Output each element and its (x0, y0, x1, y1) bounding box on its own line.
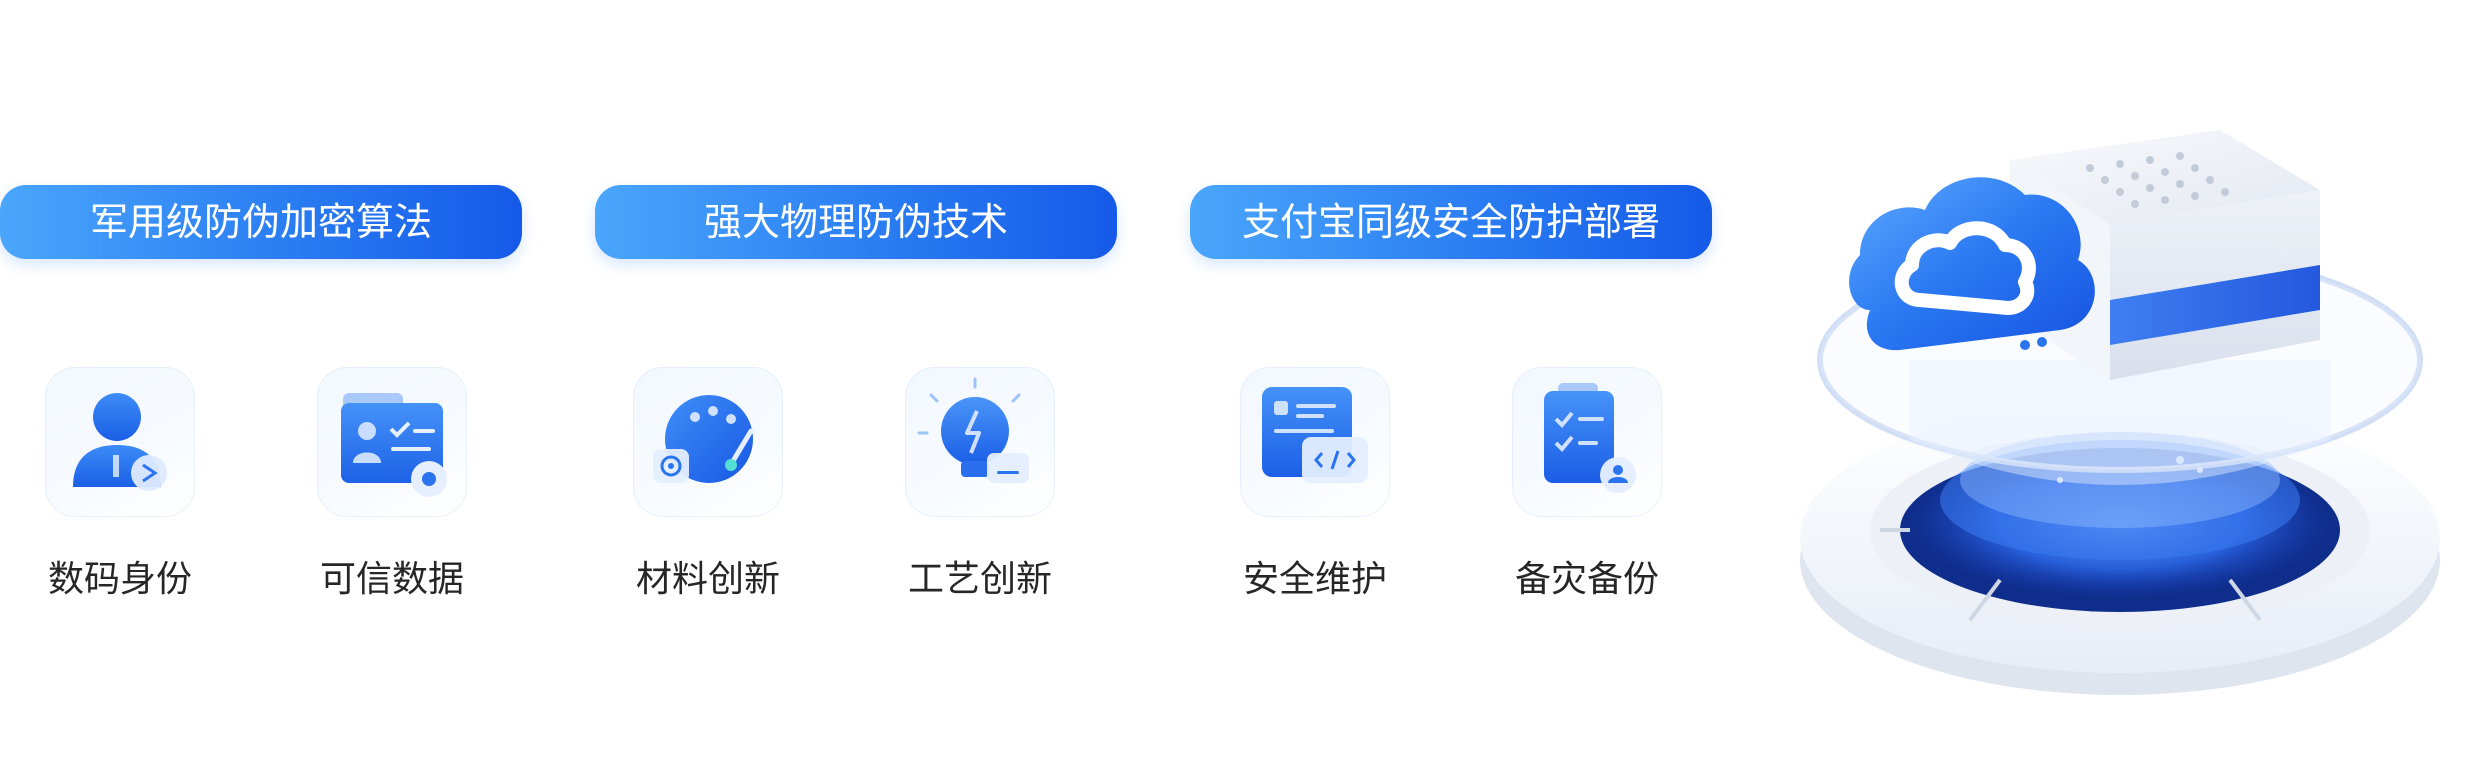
backup-clipboard-icon (1544, 383, 1636, 493)
feature-label: 安全维护 (1242, 559, 1387, 600)
feature-label: 材料创新 (635, 559, 780, 600)
feature-security-maintenance: 安全维护 (1240, 367, 1390, 627)
craft-innovation-tile (905, 367, 1055, 517)
feature-label: 可信数据 (319, 559, 464, 600)
disaster-backup-tile (1512, 367, 1662, 517)
code-maintenance-icon (1262, 387, 1368, 483)
section-pill-security: 支付宝同级安全防护部署 (1190, 185, 1712, 259)
section-pill-encryption: 军用级防伪加密算法 (0, 185, 522, 259)
feature-disaster-backup: 备灾备份 (1512, 367, 1662, 627)
lightbulb-icon (917, 377, 1029, 483)
section-pill-physical: 强大物理防伪技术 (595, 185, 1117, 259)
security-maintenance-tile (1240, 367, 1390, 517)
feature-digital-identity: 数码身份 (45, 367, 195, 627)
trusted-data-icon (341, 393, 447, 497)
feature-label: 备灾备份 (1514, 559, 1659, 600)
feature-label: 数码身份 (47, 559, 192, 600)
feature-trusted-data: 可信数据 (317, 367, 467, 627)
material-palette-icon (653, 395, 754, 483)
cloud-server-icon (1800, 130, 2440, 695)
digital-identity-tile (45, 367, 195, 517)
trusted-data-tile (317, 367, 467, 517)
feature-label: 工艺创新 (907, 559, 1052, 600)
feature-material-innovation: 材料创新 (633, 367, 783, 627)
digital-identity-icon (73, 393, 167, 491)
feature-craft-innovation: 工艺创新 (905, 367, 1055, 627)
cloud-server-illustration (1760, 60, 2480, 760)
material-innovation-tile (633, 367, 783, 517)
